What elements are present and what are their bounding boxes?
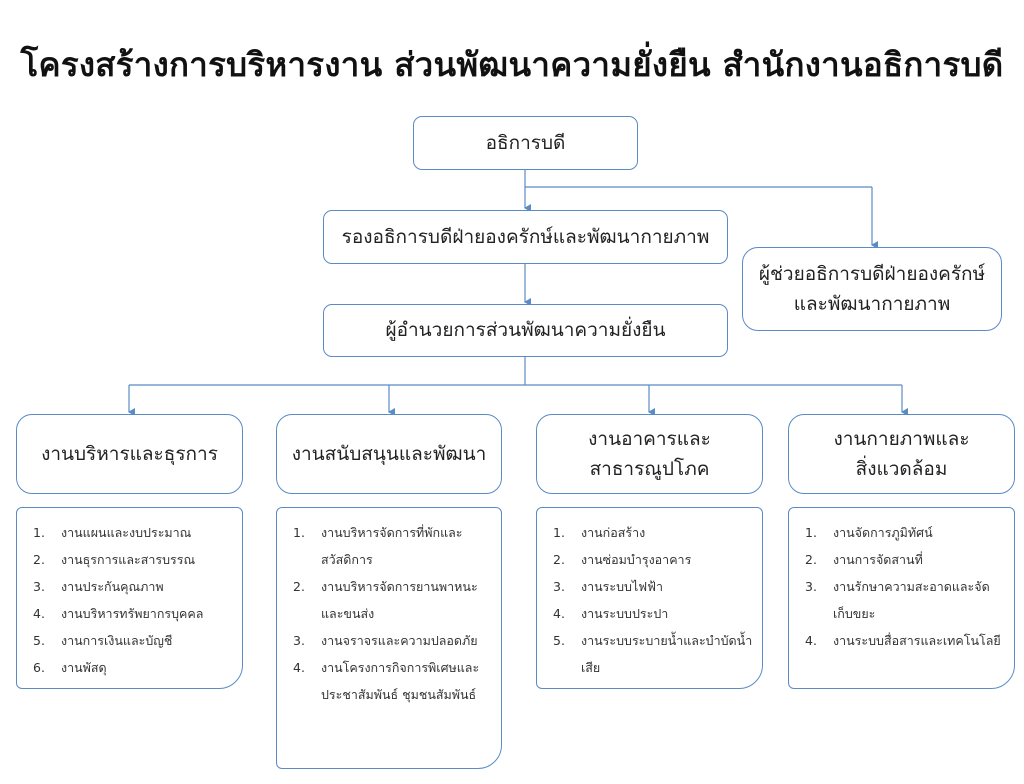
list-item: 5.งานระบบระบายน้ำและบำบัดน้ำเสีย (553, 633, 753, 675)
list-item: 2.งานซ่อมบำรุงอาคาร (553, 552, 692, 567)
dept-physical-box: งานกายภาพและ สิ่งแวดล้อม (788, 414, 1015, 494)
director-label: ผู้อำนวยการส่วนพัฒนาความยั่งยืน (385, 319, 666, 342)
dept-admin-task-list: 1.งานแผนและงบประมาณ 2.งานธุรการและสารบรร… (16, 507, 243, 689)
dept-building-label-line1: งานอาคารและ (588, 427, 711, 450)
list-item: 5.งานการเงินและบัญชี (33, 633, 173, 648)
assistant-label-line1: ผู้ช่วยอธิการบดีฝ่ายองครักษ์ (758, 262, 986, 285)
dept-admin-box: งานบริหารและธุรการ (16, 414, 243, 494)
dept-physical-task-list: 1.งานจัดการภูมิทัศน์ 2.งานการจัดสานที่ 3… (788, 507, 1015, 689)
list-item: 4.งานระบบสื่อสารและเทคโนโลยี (805, 633, 1001, 648)
dept-support-label: งานสนับสนุนและพัฒนา (291, 442, 487, 465)
list-item: 1.งานก่อสร้าง (553, 525, 646, 540)
chart-title: โครงสร้างการบริหารงาน ส่วนพัฒนาความยั่งย… (20, 45, 1004, 84)
dept-support-task-list: 1.งานบริหารจัดการที่พักและสวัสดิการ 2.งา… (276, 507, 502, 769)
president-box: อธิการบดี (413, 116, 638, 170)
vice-president-box: รองอธิการบดีฝ่ายองครักษ์และพัฒนากายภาพ (323, 210, 728, 264)
president-label: อธิการบดี (485, 131, 566, 154)
director-box: ผู้อำนวยการส่วนพัฒนาความยั่งยืน (323, 304, 728, 357)
vice-president-label: รองอธิการบดีฝ่ายองครักษ์และพัฒนากายภาพ (341, 225, 710, 248)
list-item: 1.งานจัดการภูมิทัศน์ (805, 525, 933, 540)
list-item: 4.งานระบบประปา (553, 606, 669, 621)
dept-physical-label-line2: สิ่งแวดล้อม (855, 458, 948, 480)
dept-support-box: งานสนับสนุนและพัฒนา (276, 414, 502, 494)
list-item: 2.งานบริหารจัดการยานพาหนะและขนส่ง (293, 579, 478, 621)
dept-building-task-list: 1.งานก่อสร้าง 2.งานซ่อมบำรุงอาคาร 3.งานร… (536, 507, 763, 689)
list-item: 1.งานแผนและงบประมาณ (33, 525, 192, 540)
list-item: 6.งานพัสดุ (33, 660, 107, 675)
assistant-label-line2: และพัฒนากายภาพ (793, 293, 951, 315)
assistant-president-box: ผู้ช่วยอธิการบดีฝ่ายองครักษ์ และพัฒนากาย… (742, 247, 1002, 331)
list-item: 3.งานรักษาความสะอาดและจัดเก็บขยะ (805, 579, 990, 621)
dept-admin-label: งานบริหารและธุรการ (41, 442, 218, 465)
list-item: 3.งานจราจรและความปลอดภัย (293, 633, 478, 648)
dept-building-label-line2: สาธารณูปโภค (589, 458, 710, 480)
dept-physical-label-line1: งานกายภาพและ (833, 427, 970, 450)
list-item: 2.งานการจัดสานที่ (805, 552, 923, 567)
list-item: 3.งานประกันคุณภาพ (33, 579, 164, 594)
list-item: 4.งานบริหารทรัพยากรบุคคล (33, 606, 204, 621)
list-item: 4.งานโครงการกิจการพิเศษและประชาสัมพันธ์ … (293, 660, 480, 702)
list-item: 2.งานธุรการและสารบรรณ (33, 552, 196, 567)
dept-building-box: งานอาคารและ สาธารณูปโภค (536, 414, 763, 494)
list-item: 3.งานระบบไฟฟ้า (553, 579, 663, 594)
list-item: 1.งานบริหารจัดการที่พักและสวัสดิการ (293, 525, 463, 567)
